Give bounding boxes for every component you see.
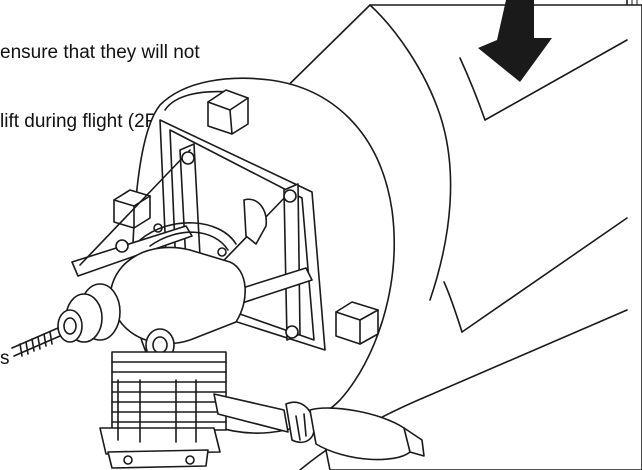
spinner-hub xyxy=(11,283,121,357)
muffler xyxy=(213,393,425,461)
engine xyxy=(99,246,246,469)
instruction-caption: ensure that they will not lift during fl… xyxy=(0,0,200,179)
throttle-linkage xyxy=(139,198,268,251)
corner-blocks xyxy=(113,89,379,345)
direction-arrow xyxy=(478,0,552,82)
cropped-label: s xyxy=(0,348,10,369)
caption-line-1: ensure that they will not xyxy=(0,42,200,63)
